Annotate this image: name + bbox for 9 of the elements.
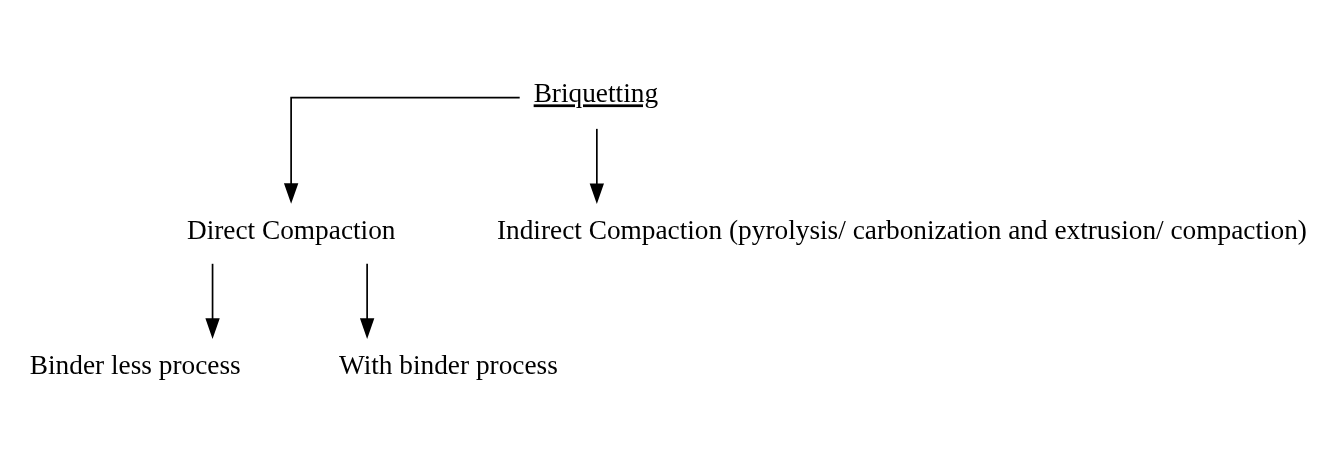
node-text: Indirect Compaction (pyrolysis/ carbonization and extrusion/ compaction): [496, 214, 1307, 245]
arrow: [589, 127, 605, 204]
node-text: Direct Compaction: [186, 214, 396, 245]
node-text: Binder less process: [29, 349, 241, 380]
arrow: [283, 96, 521, 204]
node-text: Briquetting: [533, 77, 659, 108]
arrow: [359, 262, 375, 339]
node-text: With binder process: [338, 349, 558, 380]
arrow: [205, 262, 220, 339]
